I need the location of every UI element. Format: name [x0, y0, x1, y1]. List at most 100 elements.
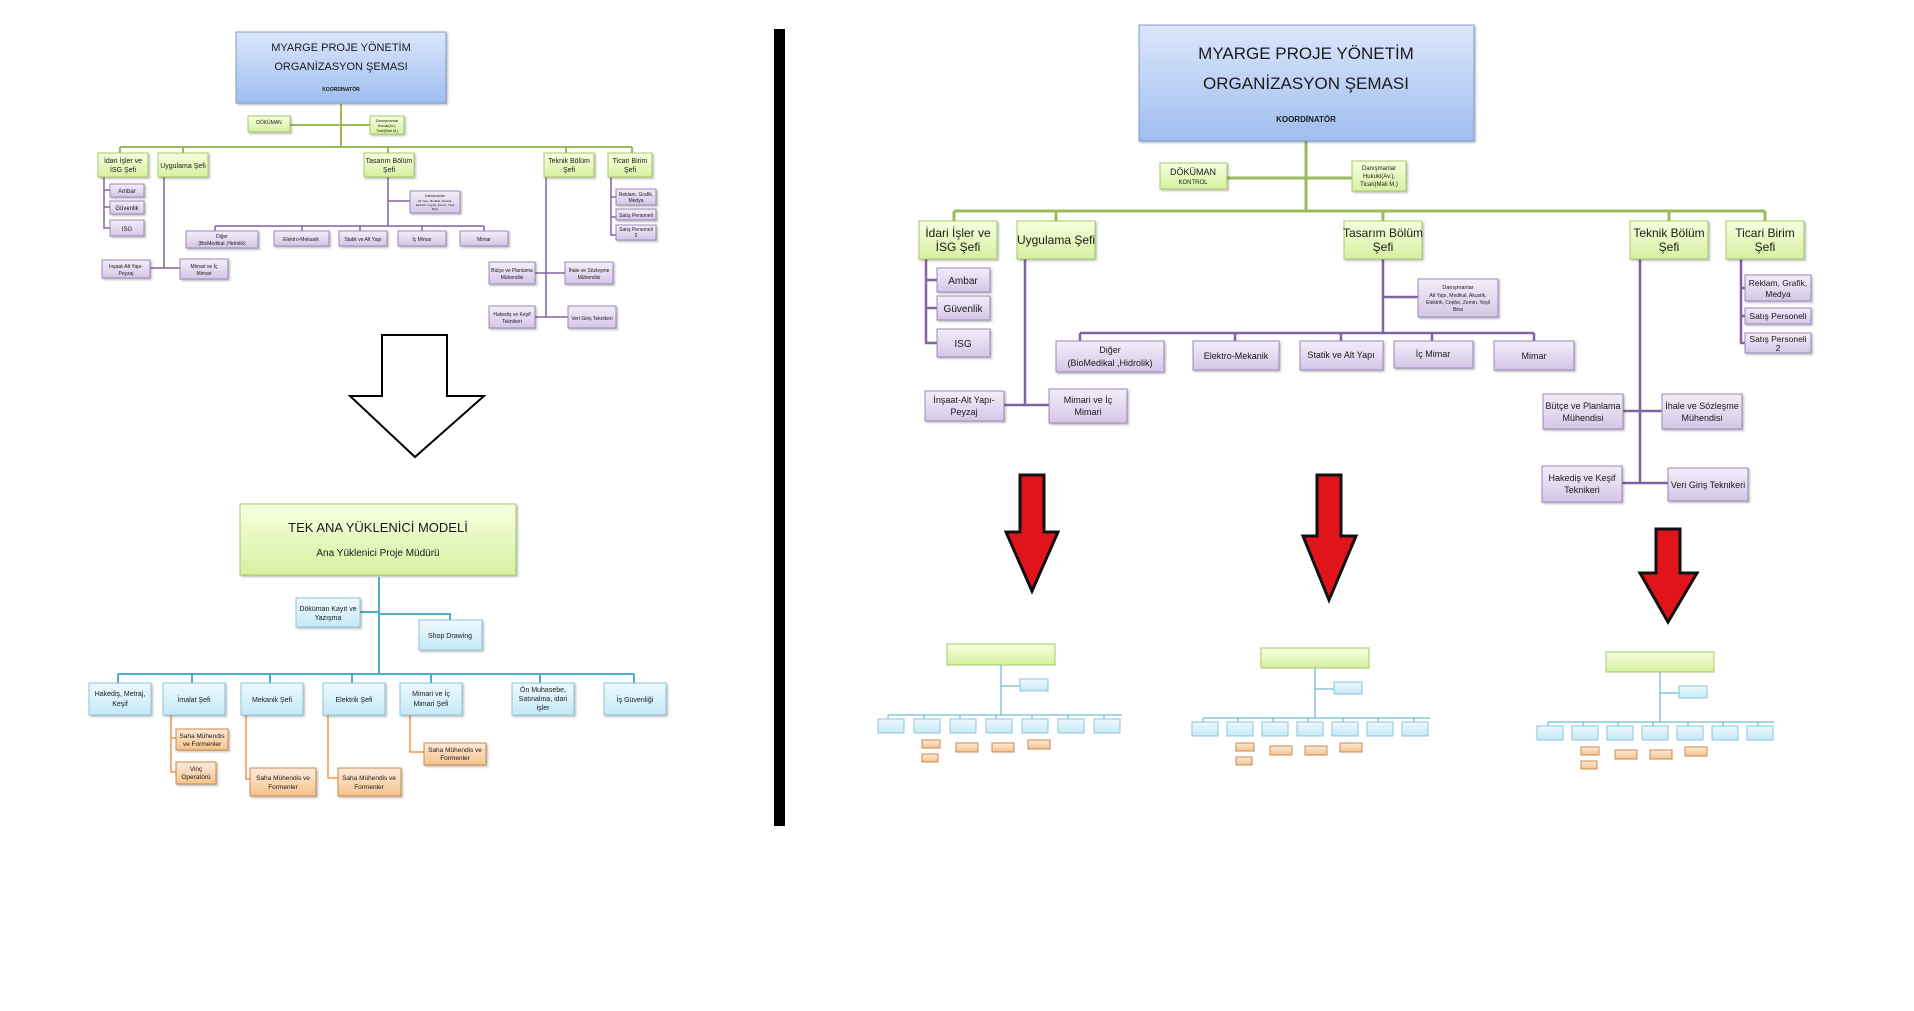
large-insaat-line2: Peyzaj [950, 407, 977, 417]
large-design-advisors-line2: Elektrik, Cephe, Zemin, Yeşil [1426, 300, 1490, 306]
large-ihale-line2: Mühendisi [1681, 413, 1722, 423]
large-mimar: Mimar [1522, 351, 1547, 361]
large-tasarim-line1: Tasarım Bölüm [1343, 226, 1423, 240]
small-ic-mimar: İç Mimar [412, 236, 432, 243]
contractor-saha4-line2: Formenler [440, 755, 470, 762]
contractor-dokuman-line2: Yazışma [315, 615, 342, 622]
large-satis2-line2: 2 [1776, 343, 1781, 353]
small-title-line1: MYARGE PROJE YÖNETİM [271, 41, 411, 54]
contractor-hakedis-line2: Keşif [112, 701, 128, 708]
contractor-subtitle: Ana Yüklenici Proje Müdürü [316, 548, 439, 559]
large-diger-line2: (BioMedikal ,Hidrolik) [1067, 358, 1152, 368]
small-design-advisors: Danışmanlar [425, 194, 446, 198]
small-coordinator: KOORDİNATÖR [322, 86, 360, 93]
large-butce-line2: Mühendisi [1562, 413, 1603, 423]
small-advisors-line1: Hukuki(Av.), [378, 124, 397, 128]
small-ihale-line1: İhale ve Sözleşme [569, 267, 610, 274]
large-document-control-sub: KONTROL [1178, 180, 1208, 186]
contractor-chart: TEK ANA YÜKLENİCİ MODELİ Ana Yüklenici P… [88, 503, 667, 797]
red-arrow-3 [1637, 527, 1700, 625]
large-tasarim-line2: Şefi [1373, 240, 1394, 254]
small-reklam-line2: Medya [628, 198, 643, 204]
small-elektro: Elektro-Mekanik [283, 237, 319, 243]
large-advisors-line2: Ticari(Mali M.) [1360, 182, 1398, 188]
large-idari-line2: İSG Şefi [936, 240, 981, 254]
small-satis: Satış Personeli [619, 213, 653, 219]
mini-chart-3 [1536, 651, 1774, 770]
small-tasarim-line2: Şefi [383, 167, 396, 174]
contractor-saha2-line2: Formenler [268, 784, 298, 791]
large-myarge-chart: MYARGE PROJE YÖNETİM ORGANİZASYON ŞEMASI… [918, 24, 1812, 503]
small-mimar: Mimar [477, 237, 491, 243]
large-advisors: Danışmanlar [1362, 166, 1396, 172]
large-ticari-line2: Şefi [1755, 240, 1776, 254]
small-satis2-line1: Satış Personeli [619, 227, 653, 233]
large-diger-line1: Diğer [1099, 345, 1121, 355]
large-satis2-line1: Satış Personeli [1749, 334, 1806, 344]
contractor-vinc-line2: Operatörü [181, 774, 211, 781]
small-design-advisors-line3: Bina [432, 207, 438, 211]
small-veri: Veri Giriş Teknikeri [571, 316, 612, 322]
small-insaat-line1: İnşaat-Alt Yapı- [109, 263, 143, 270]
small-idari-line2: İSG Şefi [110, 165, 137, 174]
large-reklam-line1: Reklam, Grafik, [1749, 278, 1808, 288]
large-insaat-line1: İnşaat-Alt Yapı- [933, 395, 994, 405]
small-idari-line1: İdari İşler ve [104, 156, 142, 165]
contractor-elektrik: Elektrik Şefi [336, 697, 373, 704]
large-document-control: DÖKÜMAN [1170, 167, 1216, 177]
red-arrow-1 [1003, 473, 1061, 595]
large-uygulama: Uygulama Şefi [1017, 233, 1095, 247]
small-teknik-line1: Teknik Bölüm [548, 158, 590, 165]
small-tasarim-line1: Tasarım Bölüm [366, 158, 413, 165]
large-teknik-line1: Teknik Bölüm [1633, 226, 1704, 240]
large-reklam-line2: Medya [1765, 289, 1791, 299]
large-ticari-line1: Ticari Birim [1735, 226, 1795, 240]
large-advisors-line1: Hukuki(Av.), [1363, 174, 1395, 180]
large-isg: ISG [954, 339, 971, 350]
large-hakedis-line1: Hakediş ve Keşif [1548, 473, 1616, 483]
small-hakedis-line1: Hakediş ve Keşif [493, 312, 531, 318]
large-ic-mimar: İç Mimar [1416, 349, 1451, 359]
contractor-guvenligi: İş Güvenliği [617, 695, 654, 704]
contractor-muhasebe-line3: işler [537, 705, 551, 712]
small-guvenlik: Güvenlik [115, 206, 139, 212]
red-arrow-2 [1300, 473, 1359, 604]
small-ihale-line2: Mühendisi [578, 275, 601, 281]
small-teknik-line2: Şefi [563, 167, 576, 174]
large-design-advisors-line1: Alt Yapı, Medikal, Akustik, [1429, 293, 1486, 299]
small-diger-line2: (BioMedikal ,Hidrolik) [198, 241, 246, 247]
small-butce-line1: Bütçe ve Planlama [491, 268, 533, 274]
large-mimari-line1: Mimari ve İç [1064, 395, 1113, 405]
large-butce-line1: Bütçe ve Planlama [1545, 401, 1620, 411]
small-ambar: Ambar [118, 189, 136, 195]
large-title-line2: ORGANİZASYON ŞEMASI [1203, 74, 1409, 93]
contractor-saha1-line1: Saha Mühendis [179, 733, 225, 740]
contractor-dokuman-line1: Döküman Kayıt ve [299, 606, 356, 613]
large-idari-line1: İdari İşler ve [925, 226, 991, 240]
contractor-vinc-line1: Vinç [190, 766, 203, 773]
small-document-control: DÖKÜMAN [256, 119, 282, 126]
small-design-advisors-line1: Alt Yapı, Medikal, Akustik, [418, 199, 452, 203]
contractor-saha3-line1: Saha Mühendis ve [342, 775, 396, 782]
small-reklam-line1: Reklam, Grafik, [619, 192, 653, 198]
large-satis: Satış Personeli [1749, 311, 1806, 321]
large-teknik-line2: Şefi [1659, 240, 1680, 254]
small-butce-line2: Mühendisi [501, 275, 524, 281]
large-hakedis-line2: Teknikeri [1564, 485, 1600, 495]
small-myarge-chart: MYARGE PROJE YÖNETİM ORGANİZASYON ŞEMASI… [97, 31, 657, 329]
small-isg: ISG [122, 227, 133, 233]
contractor-saha3-line2: Formenler [354, 784, 384, 791]
small-mimari-line2: Mimari [197, 271, 212, 277]
mini-chart-1 [877, 643, 1122, 763]
small-ticari-line1: Ticari Birim [613, 158, 648, 165]
small-insaat-line2: Peyzaj [118, 271, 133, 277]
small-advisors-line2: Ticari(Mali M.) [376, 129, 398, 133]
small-mimari-line1: Mimari ve İç [191, 263, 218, 270]
small-uygulama: Uygulama Şefi [160, 163, 206, 170]
small-design-advisors-line2: Elektrik, Cephe, Zemin, Yeşil [416, 203, 455, 207]
large-guvenlik: Güvenlik [944, 304, 984, 315]
large-ambar: Ambar [948, 276, 978, 287]
contractor-title: TEK ANA YÜKLENİCİ MODELİ [288, 520, 468, 535]
large-statik: Statik ve Alt Yapı [1307, 350, 1374, 360]
contractor-mimari-line1: Mimari ve İç [412, 689, 450, 698]
